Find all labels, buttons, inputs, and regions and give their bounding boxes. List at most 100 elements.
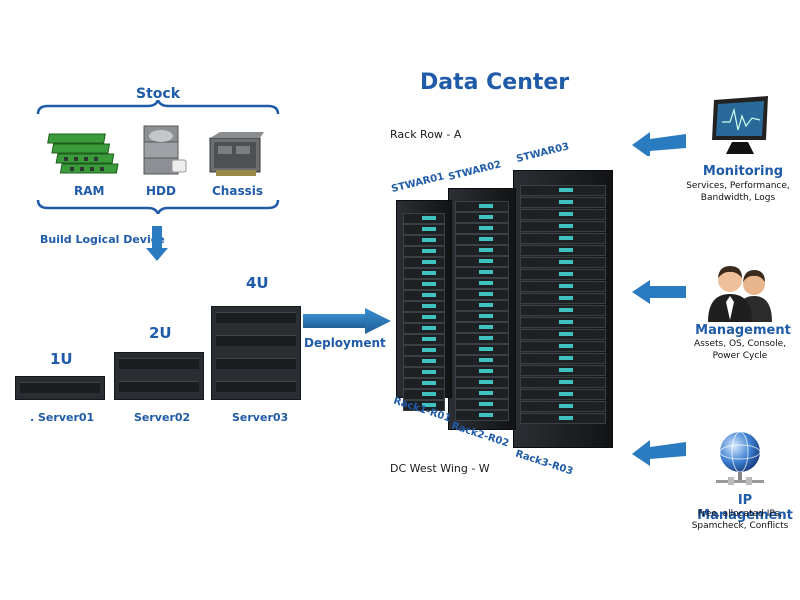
management-title: Management: [695, 323, 791, 338]
rack-unit-led: [422, 282, 436, 286]
rack-unit-led: [558, 188, 573, 192]
ip-management-desc-line1: Free, allocated IPs,: [697, 509, 783, 519]
rack-unit: [520, 377, 606, 388]
management-arrow-icon: [632, 280, 686, 304]
rack-unit: [403, 389, 445, 400]
rack-unit: [520, 281, 606, 292]
rack-unit: [455, 278, 509, 289]
rack-unit-led: [422, 227, 436, 231]
ram-icon: [47, 133, 119, 174]
rack3-bottom-label: Rack3-R03: [514, 448, 575, 478]
rack-unit: [455, 344, 509, 355]
rack-unit-led: [422, 249, 436, 253]
rack-unit-led: [558, 260, 573, 264]
server01-size: 1U: [50, 350, 73, 368]
rack-unit-led: [558, 320, 573, 324]
rack-unit-led: [558, 308, 573, 312]
rack-unit: [520, 353, 606, 364]
rack-unit: [520, 269, 606, 280]
deployment-label: Deployment: [304, 336, 386, 350]
rack-unit-led: [558, 284, 573, 288]
rack-1: [396, 200, 452, 411]
rack-unit-led: [558, 380, 573, 384]
down-arrow-icon: [146, 226, 168, 261]
rack-unit: [455, 245, 509, 256]
rack-unit-led: [422, 271, 436, 275]
rack-unit: [520, 209, 606, 220]
rack-unit-led: [479, 215, 494, 219]
rack-unit-led: [558, 272, 573, 276]
rack-unit-led: [479, 402, 494, 406]
stock-top-brace: [36, 100, 280, 115]
rack-unit: [520, 197, 606, 208]
rack-unit-led: [479, 314, 494, 318]
rack-unit: [455, 410, 509, 421]
rack-unit: [403, 235, 445, 246]
rack-unit-led: [558, 236, 573, 240]
rack-unit-led: [558, 248, 573, 252]
rack-unit-led: [558, 224, 573, 228]
rack-unit: [403, 268, 445, 279]
rack-unit-led: [422, 315, 436, 319]
rack-2: [448, 188, 516, 430]
rack-unit-led: [558, 344, 573, 348]
rack-unit-led: [479, 413, 494, 417]
rack-unit-led: [479, 336, 494, 340]
rack-unit: [403, 356, 445, 367]
users-icon: [708, 266, 772, 322]
rack-unit-led: [558, 332, 573, 336]
rack-unit: [520, 233, 606, 244]
ip-management-arrow-icon: [632, 440, 686, 466]
rack-unit: [520, 293, 606, 304]
server02-chassis: [114, 352, 204, 400]
rack-unit: [520, 365, 606, 376]
rack-unit-led: [558, 212, 573, 216]
rack-unit-led: [558, 356, 573, 360]
rack2-top-label: STWAR02: [447, 159, 503, 183]
ip-management-desc-line2: Spamcheck, Conflicts: [691, 521, 789, 531]
rack1-top-label: STWAR01: [390, 171, 446, 195]
rack-unit: [455, 399, 509, 410]
rack-unit-led: [558, 416, 573, 420]
rack-unit-led: [479, 391, 494, 395]
rack-unit: [455, 366, 509, 377]
ip-management-title: IP Management: [697, 493, 793, 523]
rack-unit-led: [558, 200, 573, 204]
rack-unit: [403, 257, 445, 268]
hdd-icon: [143, 125, 187, 175]
rack-unit-led: [422, 370, 436, 374]
server03-size: 4U: [246, 274, 269, 292]
rack-unit-led: [422, 403, 436, 407]
dc-wing-label: DC West Wing - W: [390, 462, 490, 475]
rack-unit: [520, 317, 606, 328]
rack-unit-led: [422, 216, 436, 220]
rack-unit: [520, 341, 606, 352]
rack-unit-led: [479, 358, 494, 362]
rack-unit-led: [479, 369, 494, 373]
rack-unit-led: [422, 304, 436, 308]
rack-unit-led: [422, 326, 436, 330]
rack-unit-led: [479, 281, 494, 285]
rack-unit: [520, 257, 606, 268]
rack-unit-led: [422, 337, 436, 341]
rack3-top-label: STWAR03: [515, 141, 571, 165]
server01-chassis: [15, 376, 105, 400]
rack-unit: [403, 367, 445, 378]
monitor-icon: [712, 96, 768, 154]
rack-unit-led: [422, 392, 436, 396]
rack-unit-led: [422, 381, 436, 385]
monitoring-desc-line1: Services, Performance,: [686, 181, 790, 191]
rack-unit-led: [422, 293, 436, 297]
rack-unit-led: [479, 270, 494, 274]
monitoring-desc-line2: Bandwidth, Logs: [700, 193, 776, 203]
rack-unit-led: [479, 226, 494, 230]
rack-unit: [455, 223, 509, 234]
rack-unit: [520, 245, 606, 256]
rack-unit: [403, 312, 445, 323]
rack-unit-led: [479, 380, 494, 384]
build-logical-device-label: Build Logical Device: [40, 233, 165, 246]
rack-unit: [455, 212, 509, 223]
server03-chassis: [211, 306, 301, 400]
rack-unit: [455, 388, 509, 399]
rack-unit: [455, 377, 509, 388]
